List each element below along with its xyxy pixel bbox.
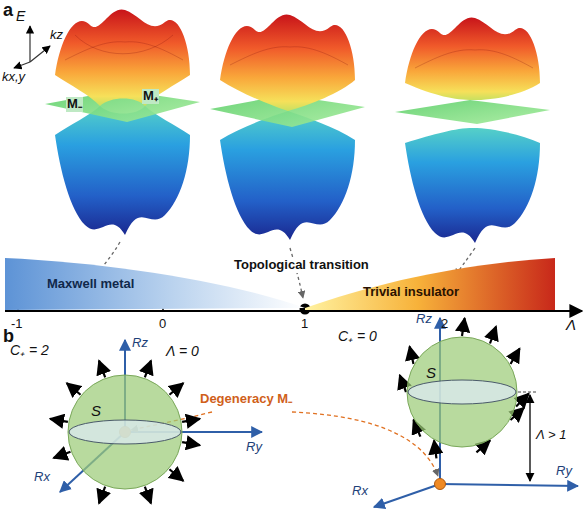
flat-band: [395, 100, 550, 124]
tick-label: 0: [159, 317, 166, 332]
flux-arrow: [169, 469, 183, 481]
flux-arrow: [99, 487, 105, 504]
flux-arrow: [410, 346, 414, 364]
mesh-line: [230, 47, 348, 65]
tick-label: 2: [441, 317, 448, 332]
band-surface-metal: [45, 9, 200, 235]
flux-arrow: [145, 361, 151, 378]
lower-band: [405, 128, 540, 243]
axis-label: Rz: [416, 312, 432, 327]
upper-band: [55, 9, 190, 106]
lower-band: [220, 111, 355, 240]
axis-label: Ry: [246, 440, 262, 455]
node-label: S: [426, 364, 436, 381]
sphere-fill: [407, 337, 517, 447]
axis-label: kx,y: [2, 70, 25, 85]
equator-disc: [69, 420, 181, 444]
dimension-extension: [518, 392, 536, 393]
axis-label: Λ: [566, 316, 576, 333]
flux-arrow: [510, 348, 519, 364]
kxy-axis: [14, 62, 30, 68]
axis-line: [5, 310, 582, 312]
node-outline: [406, 336, 518, 448]
node-label: Trivial insulator: [363, 285, 459, 300]
kz-axis: [30, 46, 50, 62]
band-surface-insulator: [395, 17, 550, 243]
mesh-line: [415, 50, 533, 68]
degeneracy-label: M₋: [66, 97, 83, 112]
rx-axis: [374, 484, 440, 507]
berry-flux-arrows: [50, 318, 529, 503]
r-axes-left: [60, 340, 262, 492]
node-label: Maxwell metal: [47, 277, 134, 292]
upper-band: [405, 17, 540, 100]
flux-arrow: [516, 394, 529, 407]
flux-arrow: [50, 419, 68, 422]
degeneracy-point: [435, 479, 446, 490]
flux-arrow: [145, 487, 151, 504]
chern-number: C₊ = 0: [338, 328, 377, 344]
flux-arrow: [67, 383, 81, 395]
flux-arrow: [99, 361, 105, 378]
flux-arrow: [490, 327, 496, 344]
axis-label: kz: [50, 28, 63, 43]
flux-arrow: [462, 318, 465, 336]
tick-label: 1: [301, 317, 308, 332]
node-label: S: [91, 402, 101, 419]
axis-label: Ry: [556, 464, 572, 479]
degeneracy-label: M₊: [142, 89, 159, 104]
dimension-line: [529, 395, 530, 481]
panel-letter: a: [3, 0, 13, 21]
r-axes-right: [374, 318, 578, 507]
transition-label: Topological transition: [232, 258, 371, 273]
equator-disc: [408, 380, 516, 404]
offset-dimension: [518, 392, 536, 481]
flux-arrow: [182, 419, 200, 422]
node-outline: [67, 374, 183, 490]
ry-axis: [440, 484, 578, 486]
chern-number: C₊ = 2: [10, 342, 49, 358]
mesh-line: [65, 35, 183, 60]
flux-arrow: [400, 375, 406, 392]
degeneracy-callout: Degeneracy M₋: [200, 392, 292, 407]
flux-arrow: [54, 452, 71, 458]
energy-axis: [29, 26, 30, 62]
axis-icon: [14, 26, 50, 68]
dimension-label: Λ > 1: [536, 428, 566, 443]
axis-label: Rx: [34, 470, 50, 485]
integration-sphere: S: [67, 374, 183, 490]
upper-band: [220, 14, 355, 111]
flux-arrow: [434, 440, 436, 458]
axis-label: E: [16, 8, 25, 24]
band-surface-transition: [210, 14, 365, 240]
parameter-value: Λ = 0: [166, 343, 199, 359]
sphere-fill: [68, 375, 182, 489]
flux-arrow: [169, 383, 183, 395]
flux-arrow: [182, 442, 200, 445]
axis-label: Rx: [352, 484, 368, 499]
pointer-transition: [290, 248, 303, 298]
axis-label: Rz: [132, 336, 148, 351]
integration-sphere: S: [406, 336, 518, 448]
lower-band: [55, 106, 190, 235]
